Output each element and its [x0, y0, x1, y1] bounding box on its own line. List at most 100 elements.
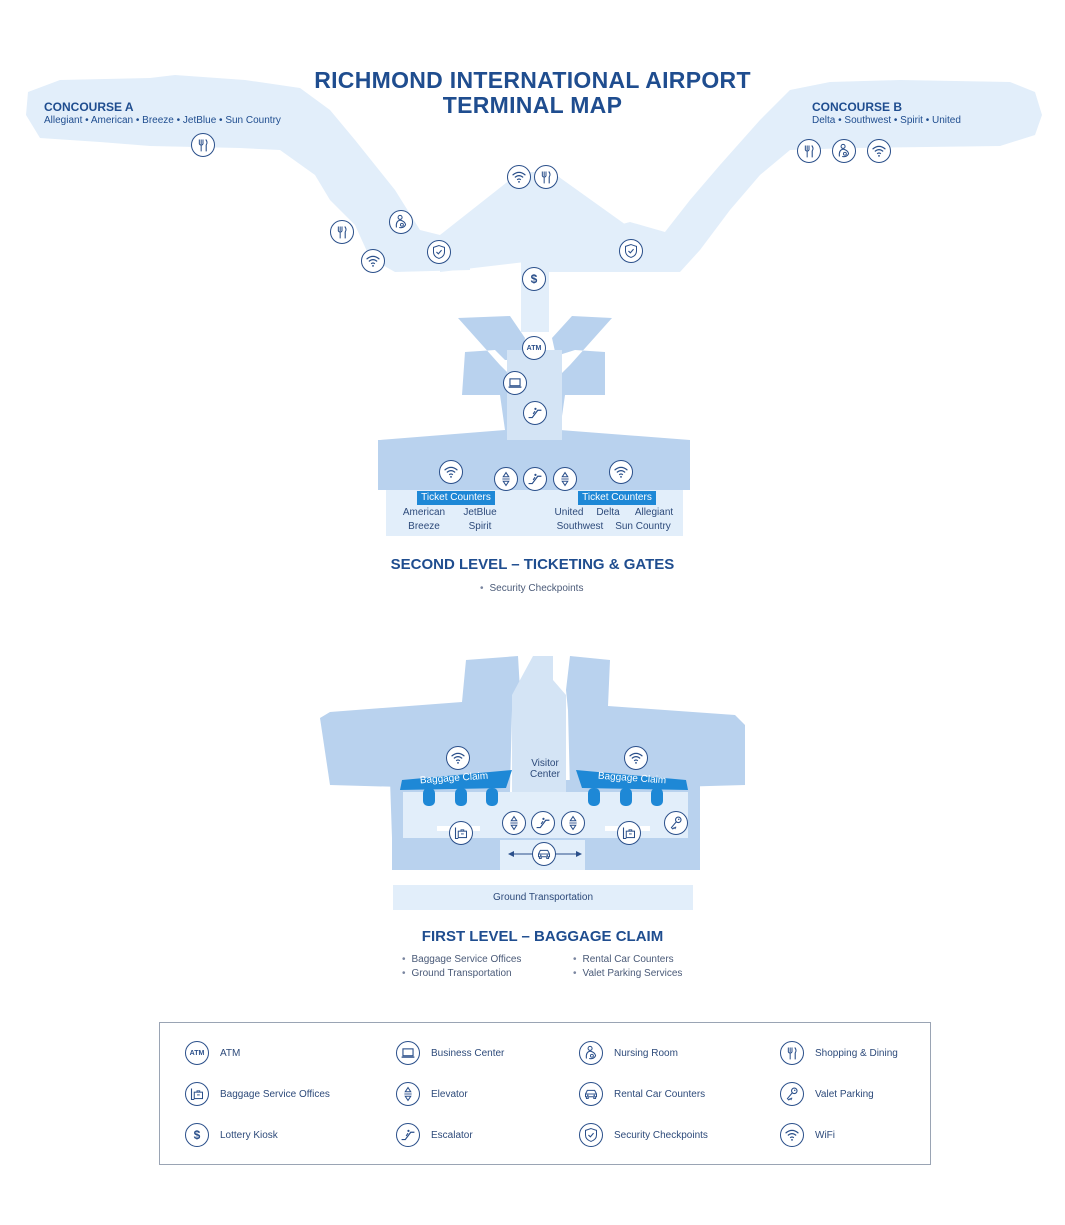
wifi-icon: [780, 1123, 804, 1147]
baggage-service-icon: [185, 1082, 209, 1106]
nursing-room-icon: [579, 1041, 603, 1065]
second-level-bullet: Security Checkpoints: [480, 583, 584, 594]
first-level-bullet-1: Baggage Service Offices: [402, 954, 522, 965]
wifi-icon[interactable]: [361, 249, 385, 273]
ground-transport-bar: [393, 885, 693, 910]
atm-icon: ATM: [185, 1041, 209, 1065]
second-level-floorplan: [26, 75, 1042, 536]
legend-atm: ATM ATM: [185, 1041, 240, 1065]
legend-label: ATM: [220, 1047, 241, 1059]
wifi-icon[interactable]: [446, 746, 470, 770]
legend-label: WiFi: [815, 1129, 835, 1141]
ground-transportation-label: Ground Transportation: [492, 892, 594, 903]
baggage-service-icon[interactable]: [449, 821, 473, 845]
legend-escalator: Escalator: [396, 1123, 473, 1147]
security-checkpoint-icon[interactable]: [619, 239, 643, 263]
ticket-counters-right: Ticket Counters: [578, 491, 656, 505]
shopping-dining-icon[interactable]: [534, 165, 558, 189]
legend-label: Valet Parking: [815, 1088, 874, 1100]
first-level-bullet-3: Rental Car Counters: [573, 954, 674, 965]
legend-wifi: WiFi: [780, 1123, 835, 1147]
first-level-title: FIRST LEVEL – BAGGAGE CLAIM: [421, 928, 664, 945]
first-level-floorplan: [320, 656, 745, 910]
legend-label: Business Center: [431, 1047, 505, 1059]
legend-label: Escalator: [431, 1129, 473, 1141]
second-level-title: SECOND LEVEL – TICKETING & GATES: [390, 556, 675, 573]
airline-united: United: [554, 507, 584, 518]
elevator-icon[interactable]: [502, 811, 526, 835]
legend-label: Lottery Kiosk: [220, 1129, 278, 1141]
legend-valet-parking: Valet Parking: [780, 1082, 874, 1106]
airline-jetblue: JetBlue: [463, 507, 497, 518]
central-hub-area: [440, 172, 640, 272]
legend-elevator: Elevator: [396, 1082, 468, 1106]
nursing-room-icon[interactable]: [832, 139, 856, 163]
legend-security-checkpoint: Security Checkpoints: [579, 1123, 708, 1147]
security-checkpoint-icon: [579, 1123, 603, 1147]
wifi-icon[interactable]: [439, 460, 463, 484]
carousel-left: [400, 770, 512, 790]
carousel-right-belt-1: [588, 788, 600, 806]
counter-right: [605, 826, 619, 831]
baggage-service-icon[interactable]: [617, 821, 641, 845]
escalator-icon[interactable]: [523, 467, 547, 491]
lottery-kiosk-icon: $: [185, 1123, 209, 1147]
atm-icon[interactable]: ATM: [522, 336, 546, 360]
ticket-counters-left: Ticket Counters: [417, 491, 495, 505]
business-center-icon[interactable]: [503, 371, 527, 395]
legend-label: Baggage Service Offices: [220, 1088, 330, 1100]
rental-car-icon[interactable]: [532, 842, 556, 866]
elevator-icon[interactable]: [561, 811, 585, 835]
legend-rental-car: Rental Car Counters: [579, 1082, 705, 1106]
escalator-icon: [396, 1123, 420, 1147]
legend-label: Elevator: [431, 1088, 468, 1100]
carousel-left-belt-2: [455, 788, 467, 806]
wifi-icon[interactable]: [507, 165, 531, 189]
carousel-left-belt-3: [486, 788, 498, 806]
rental-car-icon: [579, 1082, 603, 1106]
baggage-upper-left: [320, 656, 520, 790]
airline-breeze: Breeze: [408, 521, 440, 532]
concourse-a-title: CONCOURSE A: [44, 100, 134, 114]
legend-label: Nursing Room: [614, 1047, 678, 1059]
elevator-icon[interactable]: [553, 467, 577, 491]
wifi-icon[interactable]: [624, 746, 648, 770]
first-level-bullet-4: Valet Parking Services: [573, 968, 683, 979]
carousel-right-belt-3: [651, 788, 663, 806]
baggage-upper-right: [566, 656, 745, 790]
shopping-dining-icon[interactable]: [797, 139, 821, 163]
visitor-center-label: Visitor Center: [529, 758, 560, 780]
elevator-icon[interactable]: [494, 467, 518, 491]
carousel-right: [576, 770, 688, 790]
first-level-bullet-2: Ground Transportation: [402, 968, 512, 979]
security-checkpoint-icon[interactable]: [427, 240, 451, 264]
lottery-kiosk-icon[interactable]: $: [522, 267, 546, 291]
airline-southwest: Southwest: [556, 521, 604, 532]
legend-nursing-room: Nursing Room: [579, 1041, 678, 1065]
airline-american: American: [402, 507, 446, 518]
wifi-icon[interactable]: [867, 139, 891, 163]
shopping-dining-icon[interactable]: [191, 133, 215, 157]
concourse-b-airlines: Delta • Southwest • Spirit • United: [812, 115, 961, 126]
legend-baggage-service: Baggage Service Offices: [185, 1082, 330, 1106]
shopping-dining-icon: [780, 1041, 804, 1065]
legend: ATM ATM Business Center Nursing Room Sho…: [159, 1022, 931, 1165]
map-title: RICHMOND INTERNATIONAL AIRPORT TERMINAL …: [314, 67, 751, 118]
baggage-center-corridor: [512, 656, 566, 820]
nursing-room-icon[interactable]: [389, 210, 413, 234]
legend-lottery-kiosk: $ Lottery Kiosk: [185, 1123, 278, 1147]
escalator-icon[interactable]: [531, 811, 555, 835]
escalator-icon[interactable]: [523, 401, 547, 425]
valet-parking-icon[interactable]: [664, 811, 688, 835]
elevator-icon: [396, 1082, 420, 1106]
business-center-icon: [396, 1041, 420, 1065]
legend-label: Shopping & Dining: [815, 1047, 898, 1059]
airline-sun-country: Sun Country: [615, 521, 671, 532]
legend-shopping-dining: Shopping & Dining: [780, 1041, 898, 1065]
concourse-b-title: CONCOURSE B: [812, 100, 903, 114]
carousel-right-belt-2: [620, 788, 632, 806]
airline-spirit: Spirit: [468, 521, 492, 532]
wifi-icon[interactable]: [609, 460, 633, 484]
legend-label: Security Checkpoints: [614, 1129, 708, 1141]
shopping-dining-icon[interactable]: [330, 220, 354, 244]
